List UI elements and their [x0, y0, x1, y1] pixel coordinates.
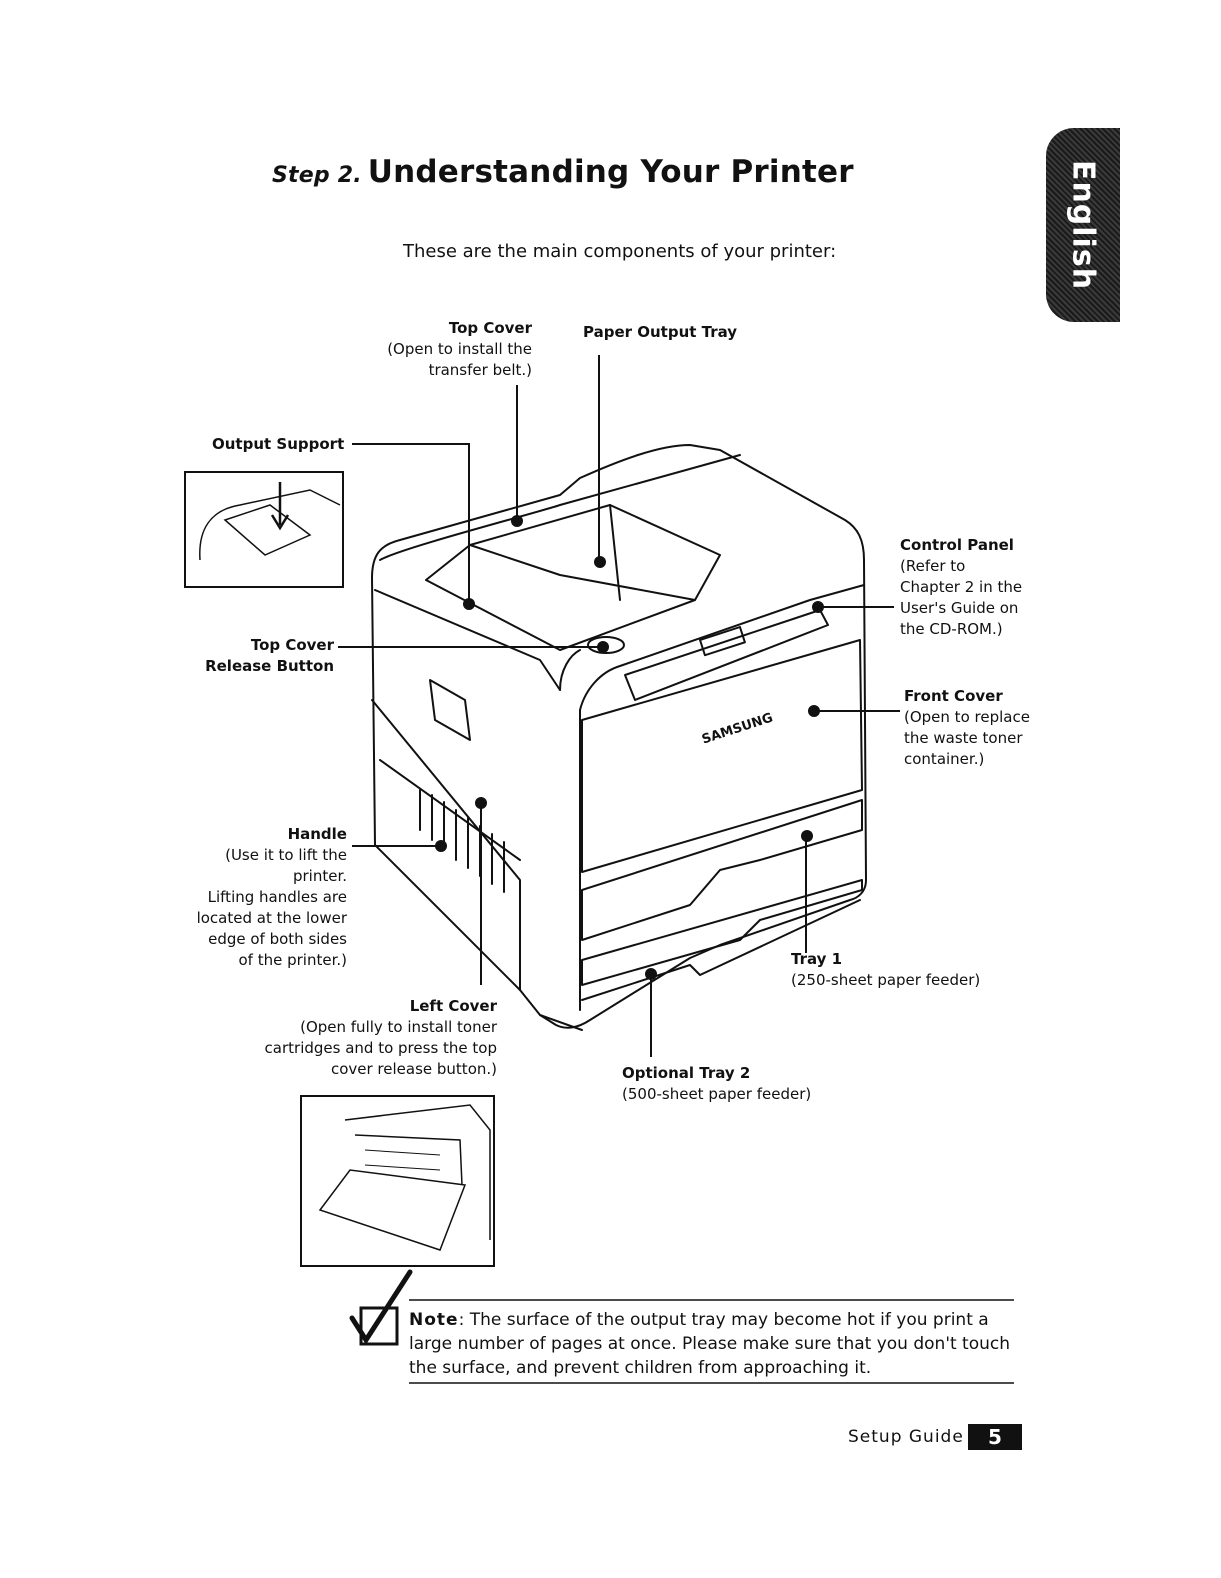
- checkmark-icon: [349, 1269, 413, 1346]
- label-top-cover-release-button: Top Cover Release Button: [205, 636, 334, 675]
- title-text: Understanding Your Printer: [367, 154, 854, 190]
- label-front-cover: Front Cover (Open to replace the waste t…: [904, 687, 1030, 768]
- label-control-panel: Control Panel (Refer to Chapter 2 in the…: [900, 536, 1023, 638]
- note-text: : The surface of the output tray may bec…: [409, 1310, 1011, 1378]
- left-cover-inset: [300, 1095, 495, 1267]
- brand-mark: SAMSUNG: [700, 711, 775, 748]
- label-tray-1: Tray 1 (250-sheet paper feeder): [791, 950, 981, 989]
- page-title: Step 2.Understanding Your Printer: [272, 154, 854, 190]
- label-handle: Handle (Use it to lift the printer. Lift…: [196, 825, 347, 969]
- footer-guide-label: Setup Guide: [848, 1427, 964, 1447]
- printer-body-outline: [371, 444, 867, 1029]
- output-support-inset: [184, 471, 344, 588]
- leader-dots: [435, 515, 824, 980]
- note-box: Note: The surface of the output tray may…: [409, 1308, 1014, 1380]
- intro-text: These are the main components of your pr…: [403, 241, 837, 262]
- label-top-cover: Top Cover (Open to install the transfer …: [387, 319, 532, 379]
- page-number: 5: [968, 1424, 1022, 1450]
- language-tab: English: [1046, 128, 1120, 322]
- label-output-support: Output Support: [212, 435, 345, 453]
- label-optional-tray-2: Optional Tray 2 (500-sheet paper feeder): [622, 1064, 812, 1103]
- label-left-cover: Left Cover (Open fully to install toner …: [264, 997, 497, 1078]
- label-paper-output-tray: Paper Output Tray: [583, 323, 738, 341]
- note-keyword: Note: [409, 1310, 459, 1330]
- step-label: Step 2.: [272, 163, 362, 188]
